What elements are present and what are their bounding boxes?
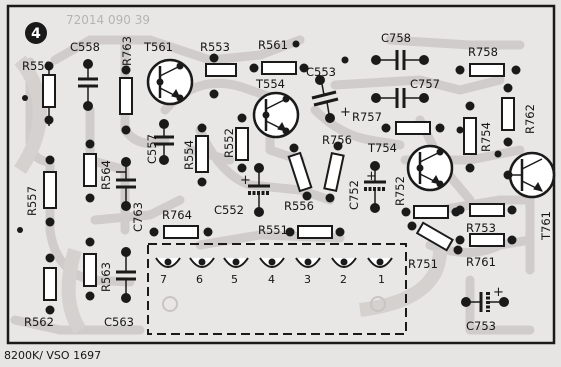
svg-text:+: + — [366, 169, 377, 184]
resistor-R563 — [83, 237, 97, 301]
resistor-R551 — [285, 225, 345, 239]
resistor-R758 — [455, 63, 521, 77]
pad — [325, 193, 335, 203]
pin-label-5: 5 — [231, 273, 238, 286]
svg-text:+: + — [493, 285, 504, 300]
capacitor-C758 — [371, 50, 429, 70]
solder-pads — [17, 40, 502, 233]
label-R757: R757 — [352, 110, 382, 124]
label-R556: R556 — [284, 199, 314, 213]
label-R564: R564 — [99, 160, 113, 190]
label-R561: R561 — [258, 38, 288, 52]
capacitor-C753: + — [461, 285, 509, 312]
resistor-R761 — [455, 233, 517, 247]
capacitor-C557 — [154, 119, 174, 165]
label-T561: T561 — [143, 40, 173, 54]
label-R761: R761 — [466, 255, 496, 269]
transistor-T561 — [146, 58, 194, 106]
label-R756: R756 — [322, 133, 352, 147]
section-number-badge — [25, 22, 47, 44]
pin-label-3: 3 — [304, 273, 311, 286]
connector-block: 7 6 5 4 3 2 1 — [147, 243, 407, 335]
resistor-R562 — [43, 253, 57, 315]
transistor-T554 — [252, 91, 300, 139]
resistor-R556 — [287, 151, 313, 193]
pin-label-7: 7 — [160, 273, 167, 286]
capacitor-C752: + — [364, 161, 386, 213]
pad — [407, 221, 417, 231]
label-R552: R552 — [222, 128, 236, 158]
label-R557: R557 — [25, 186, 39, 216]
resistor-R754 — [463, 101, 477, 173]
resistor-R558 — [42, 61, 56, 126]
label-T554: T554 — [255, 77, 285, 91]
resistor-R554 — [195, 123, 209, 187]
label-R751: R751 — [408, 257, 438, 271]
resistor-R764 — [149, 225, 213, 239]
transistor-T761 — [503, 151, 556, 199]
label-R754: R754 — [479, 122, 493, 152]
label-R551: R551 — [258, 223, 288, 237]
label-R763: R763 — [120, 36, 134, 66]
label-R762: R762 — [523, 104, 537, 134]
pad — [453, 245, 463, 255]
svg-text:+: + — [340, 105, 351, 120]
resistor-R557 — [43, 155, 57, 227]
pin-label-6: 6 — [196, 273, 203, 286]
label-R752: R752 — [393, 176, 407, 206]
label-R553: R553 — [200, 40, 230, 54]
label-R563: R563 — [99, 262, 113, 292]
label-T761: T761 — [539, 211, 553, 241]
section-number: 4 — [31, 26, 41, 42]
label-C553: C553 — [306, 65, 336, 79]
resistor-R564 — [83, 139, 97, 203]
label-R753: R753 — [466, 221, 496, 235]
capacitor-C757 — [371, 88, 429, 108]
capacitor-C553: + — [311, 75, 351, 123]
transistor-T754 — [406, 144, 454, 192]
resistor-R757 — [381, 121, 445, 135]
pad — [302, 191, 312, 201]
drawing-reference-code: 8200K/ VSO 1697 — [4, 349, 102, 362]
resistor-R756 — [323, 151, 345, 193]
label-R562: R562 — [24, 315, 54, 329]
resistor-R763 — [119, 65, 133, 135]
capacitor-C552: + — [240, 163, 270, 217]
label-R558: R558 — [22, 59, 52, 73]
label-C552: C552 — [214, 203, 244, 217]
resistor-R553 — [205, 53, 237, 99]
label-C757: C757 — [410, 77, 440, 91]
resistor-R762 — [501, 83, 515, 147]
component-labels: C558 R763 T561 R553 R561 C758 R758 R558 … — [22, 31, 553, 333]
label-C763: C763 — [131, 202, 145, 232]
label-T754: T754 — [367, 141, 397, 155]
resistor-R561 — [249, 61, 309, 75]
capacitor-C763 — [116, 157, 136, 211]
resistor-R751 — [415, 221, 454, 252]
resistor-R552 — [235, 113, 249, 173]
ground-plane-arcs — [14, 55, 447, 334]
pin-label-1: 1 — [378, 273, 385, 286]
svg-text:+: + — [240, 173, 251, 188]
label-C557: C557 — [145, 134, 159, 164]
label-C558: C558 — [70, 40, 100, 54]
label-C563: C563 — [104, 315, 134, 329]
pad — [333, 141, 343, 151]
board-serial-number: 72014 090 39 — [66, 13, 150, 27]
pin-label-4: 4 — [268, 273, 275, 286]
label-R758: R758 — [468, 45, 498, 59]
label-C752: C752 — [347, 180, 361, 210]
label-R554: R554 — [182, 140, 196, 170]
label-R764: R764 — [162, 208, 192, 222]
capacitor-C563 — [116, 247, 136, 303]
label-C758: C758 — [381, 31, 411, 45]
capacitor-C558 — [78, 59, 98, 111]
pin-label-2: 2 — [340, 273, 347, 286]
pad — [289, 143, 299, 153]
resistor-R753 — [455, 203, 517, 217]
label-C753: C753 — [466, 319, 496, 333]
